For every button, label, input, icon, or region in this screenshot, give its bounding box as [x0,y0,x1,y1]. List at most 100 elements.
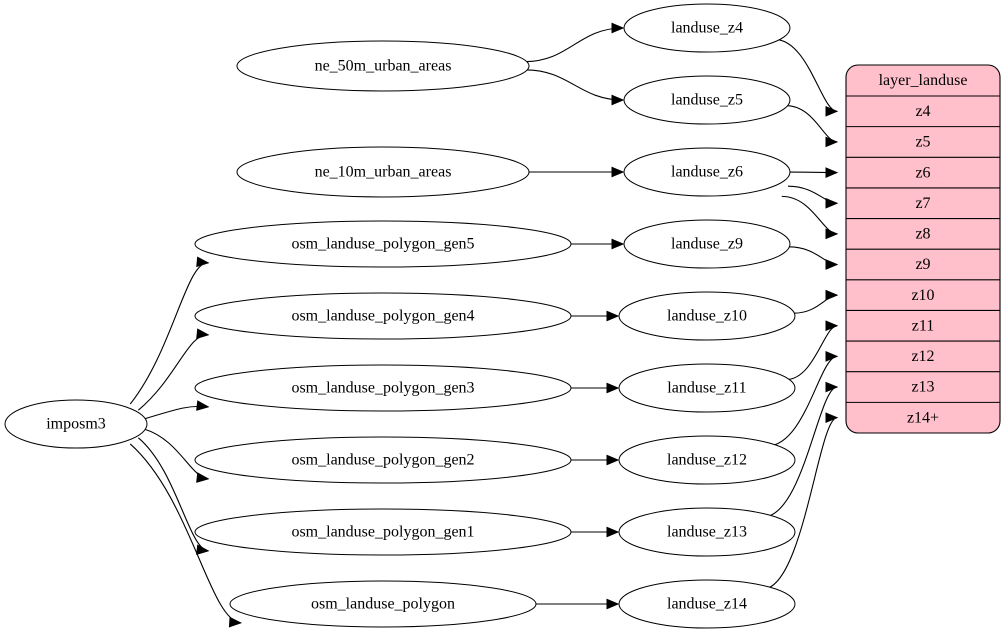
edge-arrowhead [825,105,839,117]
edge [570,454,620,466]
edge-imposm3-to-gen5 [129,256,210,405]
node-gen3[interactable]: osm_landuse_polygon_gen3 [194,364,572,412]
edge-path [767,355,838,447]
node-label: landuse_z13 [667,524,747,541]
table-cell-label: z4 [915,103,930,120]
table-row-z12[interactable]: z12 [846,341,1000,372]
node-gen1[interactable]: osm_landuse_polygon_gen1 [194,508,572,556]
table-row-z8[interactable]: z8 [846,219,1000,250]
edge-arrowhead [825,197,839,209]
table-cell-label: z10 [911,287,934,304]
edge-arrowhead [228,616,243,628]
node-label: ne_50m_urban_areas [315,58,452,75]
table-row-z5[interactable]: z5 [846,127,1000,158]
table-cell-label: z11 [912,317,935,334]
edge-lz9-to-z9 [789,246,839,270]
edge-arrowhead [825,320,839,332]
node-label: landuse_z9 [671,236,743,253]
edge-arrowhead [611,94,625,106]
layer-landuse-table[interactable]: layer_landusez4z5z6z7z8z9z10z11z12z13z14… [845,64,1001,434]
node-gen4[interactable]: osm_landuse_polygon_gen4 [194,292,572,340]
edge-arrowhead [606,526,620,538]
edge-arrowhead [606,310,620,322]
table-cell-label: z5 [915,134,930,151]
edge-arrowhead [825,136,839,148]
table-row-z14+[interactable]: z14+ [846,402,1000,433]
node-label: osm_landuse_polygon [311,596,455,613]
edge-imposm3-to-poly [129,443,243,628]
edge-arrowhead [606,598,620,610]
node-lz9[interactable]: landuse_z9 [623,219,791,269]
node-gen2[interactable]: osm_landuse_polygon_gen2 [194,436,572,484]
edge-path [129,443,241,624]
source-node-ellipse [236,146,530,198]
edge-arrowhead [611,166,625,178]
edge-imposm3-to-gen2 [143,428,210,483]
table-cell-label: z9 [915,256,930,273]
mid-node-ellipse [618,579,796,629]
node-ne50m[interactable]: ne_50m_urban_areas [236,40,530,92]
edge-path [774,38,838,112]
node-label: landuse_z10 [667,308,747,325]
edge-arrowhead [825,412,839,424]
table-row-z6[interactable]: z6 [846,157,1000,188]
edge [571,526,620,538]
node-imposm3[interactable]: imposm3 [4,399,148,449]
source-node-ellipse [236,40,530,92]
node-lz11[interactable]: landuse_z11 [618,363,796,413]
table-row-z13[interactable]: z13 [846,372,1000,403]
node-label: osm_landuse_polygon_gen4 [291,308,474,325]
edge [528,166,625,178]
edge-lz5-to-z5 [786,105,839,148]
table-row-z4[interactable]: z4 [846,96,1000,127]
edge-arrowhead [196,400,210,411]
table-row-z7[interactable]: z7 [846,188,1000,219]
edge-imposm3-to-gen1 [137,437,210,556]
node-lz4[interactable]: landuse_z4 [623,3,791,53]
edge-lz12-to-z12 [767,351,839,447]
node-poly[interactable]: osm_landuse_polygon [229,580,537,628]
edge-path [525,69,624,101]
edge-arrowhead [196,256,210,268]
edge-lz14-to-z14+ [762,412,839,590]
edge-arrowhead [825,228,839,240]
table-row-z9[interactable]: z9 [846,249,1000,280]
mid-node-ellipse [618,291,796,341]
edge-imposm3-to-gen4 [137,328,210,411]
edge [570,310,620,322]
table-cell-label: z12 [911,348,934,365]
node-gen5[interactable]: osm_landuse_polygon_gen5 [194,220,572,268]
edges-layer [129,22,839,628]
nodes-layer: imposm3 ne_50m_urban_areas ne_10m_urban_ar… [4,3,796,629]
edge [536,598,620,610]
edge-lz6-to-z8 [781,195,839,240]
edge [570,382,620,394]
edge-lz4-to-z4 [774,38,839,117]
node-lz10[interactable]: landuse_z10 [618,291,796,341]
edge [525,69,625,106]
mid-node-ellipse [618,363,796,413]
table-row-z11[interactable]: z11 [846,310,1000,341]
node-ne10m[interactable]: ne_10m_urban_areas [236,146,530,198]
node-lz12[interactable]: landuse_z12 [618,435,796,485]
node-lz13[interactable]: landuse_z13 [618,507,796,557]
edge-path [762,386,838,518]
table-row-z10[interactable]: z10 [846,280,1000,311]
edge-arrowhead [825,351,839,362]
source-node-ellipse [229,580,537,628]
source-node-ellipse [194,292,572,340]
edge-arrowhead [611,238,625,250]
node-label: landuse_z4 [671,20,743,37]
node-lz14[interactable]: landuse_z14 [618,579,796,629]
node-label: osm_landuse_polygon_gen5 [291,236,474,253]
source-node-ellipse [194,436,572,484]
edge [524,22,625,63]
node-lz5[interactable]: landuse_z5 [623,75,791,125]
edge-arrowhead [611,22,625,34]
node-label: landuse_z11 [667,380,746,397]
node-lz6[interactable]: landuse_z6 [623,147,791,197]
node-label: landuse_z5 [671,92,743,109]
table-cell-label: z14+ [907,409,939,426]
